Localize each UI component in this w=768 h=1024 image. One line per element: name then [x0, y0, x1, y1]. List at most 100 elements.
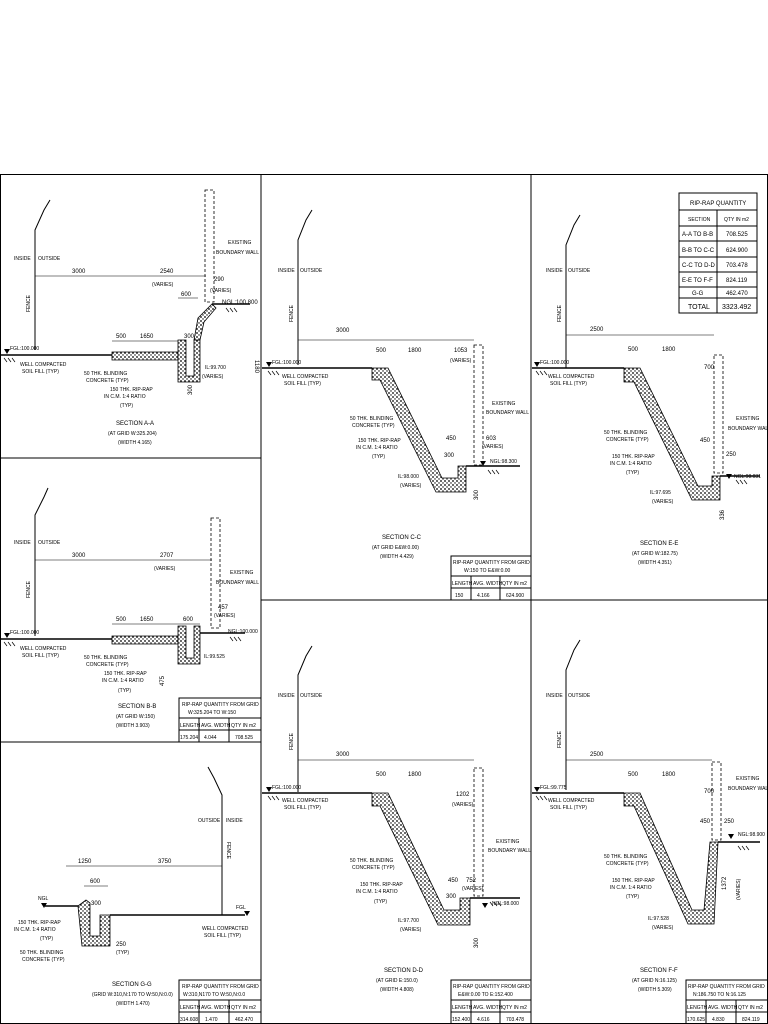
- riprap-label: 150 THK. RIP-RAP: [18, 920, 61, 926]
- table-total-label: TOTAL: [688, 304, 710, 311]
- varies-label: (VARIES): [482, 444, 504, 450]
- dim-450: 450: [700, 438, 711, 444]
- fence-label: FENCE: [26, 294, 32, 312]
- outside-label: OUTSIDE: [38, 540, 61, 546]
- dim-700: 700: [704, 789, 715, 795]
- dim-1800: 1800: [408, 772, 422, 778]
- typ-label: (TYP): [120, 403, 133, 409]
- section-grid: (AT GRID W:182.75): [632, 551, 678, 557]
- table-row-section: E-E TO F-F: [682, 278, 713, 284]
- riprap-label: IN C.M. 1:4 RATIO: [14, 927, 56, 933]
- varies-label: (VARIES): [210, 288, 232, 294]
- inside-label: INSIDE: [14, 540, 31, 546]
- well-compacted-label: WELL COMPACTED: [282, 374, 329, 380]
- table-subtitle: N:186.750 TO N:16.125: [693, 992, 746, 998]
- varies-label: (VARIES): [462, 886, 484, 892]
- fence-label: FENCE: [557, 304, 563, 322]
- fence-label: FENCE: [289, 304, 295, 322]
- dim-3000: 3000: [72, 553, 86, 559]
- soil-fill-label: SOIL FILL (TYP): [550, 805, 587, 811]
- table-row-section: C-C TO D-D: [682, 263, 715, 269]
- fgl-level: FGL:100.000: [540, 360, 569, 366]
- existing-label: EXISTING: [230, 570, 253, 576]
- quantity-table-f-f: RIP-RAP QUANTITY FROM GRID N:186.750 TO …: [685, 979, 768, 1024]
- riprap-label: 150 THK. RIP-RAP: [360, 882, 403, 888]
- varies-label: (VARIES): [214, 613, 236, 619]
- table-header-width: AVG. WIDTH: [473, 581, 503, 587]
- table-cell-qty: 824.119: [742, 1017, 760, 1023]
- riprap-label: 150 THK. RIP-RAP: [104, 671, 147, 677]
- inside-label: INSIDE: [546, 693, 563, 699]
- table-cell-qty: 462.470: [235, 1017, 253, 1023]
- dim-3750: 3750: [158, 859, 172, 865]
- dim-500: 500: [376, 348, 387, 354]
- inside-label: INSIDE: [278, 693, 295, 699]
- dim-500: 500: [376, 772, 387, 778]
- table-cell-length: 152.400: [452, 1017, 470, 1023]
- varies-label: (VARIES): [450, 358, 472, 364]
- dim-457: 457: [218, 605, 229, 611]
- soil-fill-label: SOIL FILL (TYP): [284, 381, 321, 387]
- blinding-label: CONCRETE (TYP): [22, 957, 65, 963]
- section-title: SECTION D-D: [384, 968, 424, 974]
- section-title: SECTION G-G: [112, 982, 152, 988]
- dim-250: 250: [724, 819, 735, 825]
- fence-label: FENCE: [289, 732, 295, 750]
- blinding-label: CONCRETE (TYP): [86, 378, 129, 384]
- table-header-length: LENGTH: [180, 723, 201, 729]
- dim-1202: 1202: [456, 792, 470, 798]
- table-title: RIP-RAP QUANTITY FROM GRID: [182, 702, 259, 708]
- varies-label: (VARIES): [400, 483, 422, 489]
- table-header-width: AVG. WIDTH: [708, 1005, 738, 1011]
- table-cell-length: 314.608: [180, 1017, 198, 1023]
- dim-3000: 3000: [336, 328, 350, 334]
- typ-label: (TYP): [116, 950, 129, 956]
- quantity-table-c-c: RIP-RAP QUANTITY FROM GRID W:150 TO E&W:…: [450, 555, 532, 601]
- dim-700: 700: [704, 365, 715, 371]
- dim-1800: 1800: [662, 347, 676, 353]
- table-cell-qty: 624.900: [506, 593, 524, 599]
- section-grid: (AT GRID E:150.0): [376, 978, 418, 984]
- well-compacted-label: WELL COMPACTED: [282, 798, 329, 804]
- fgl-level: FGL:100.000: [10, 630, 39, 636]
- table-header-length: LENGTH: [687, 1005, 708, 1011]
- table-cell-width: 1.470: [205, 1017, 218, 1023]
- boundary-wall-label: BOUNDARY WALL: [488, 848, 531, 854]
- boundary-wall-label: BOUNDARY WALL: [486, 410, 529, 416]
- existing-label: EXISTING: [492, 401, 515, 407]
- dim-300: 300: [444, 453, 455, 459]
- inside-label: INSIDE: [278, 268, 295, 274]
- riprap-label: IN C.M. 1:4 RATIO: [610, 885, 652, 891]
- existing-label: EXISTING: [228, 240, 251, 246]
- dim-1800: 1800: [408, 348, 422, 354]
- typ-label: (TYP): [372, 454, 385, 460]
- section-width: (WIDTH 4.429): [380, 554, 414, 560]
- quantity-table-d-d: RIP-RAP QUANTITY FROM GRID E&W:0.00 TO E…: [450, 979, 532, 1024]
- section-c-c: INSIDE OUTSIDE FENCE FGL:100.000 EXISTIN…: [262, 209, 532, 601]
- section-grid: (AT GRID E&W:0.00): [372, 545, 419, 551]
- section-f-f: INSIDE OUTSIDE FENCE FGL:99.775 EXISTING…: [532, 639, 768, 1024]
- dim-475: 475: [160, 675, 166, 686]
- table-row-section: A-A TO B-B: [682, 232, 713, 238]
- blinding-label: CONCRETE (TYP): [352, 865, 395, 871]
- table-cell-width: 4.044: [204, 735, 217, 741]
- blinding-label: 50 THK. BLINDING: [20, 950, 63, 956]
- blinding-label: 50 THK. BLINDING: [84, 655, 127, 661]
- dim-2540: 2540: [160, 269, 174, 275]
- dim-2500: 2500: [590, 327, 604, 333]
- existing-label: EXISTING: [736, 776, 759, 782]
- dim-300-vertical: 300: [474, 489, 480, 500]
- typ-label: (TYP): [118, 688, 131, 694]
- table-cell-length: 150: [455, 593, 464, 599]
- fgl-level: FGL:100.000: [272, 360, 301, 366]
- inside-label: INSIDE: [226, 818, 243, 824]
- fgl-level: FGL:99.775: [540, 785, 567, 791]
- soil-fill-label: SOIL FILL (TYP): [204, 933, 241, 939]
- section-title: SECTION C-C: [382, 535, 422, 541]
- riprap-label: 150 THK. RIP-RAP: [612, 454, 655, 460]
- blinding-label: CONCRETE (TYP): [352, 423, 395, 429]
- table-header-length: LENGTH: [180, 1005, 201, 1011]
- table-title: RIP-RAP QUANTITY FROM GRID: [453, 984, 530, 990]
- table-header-qty: QTY IN m2: [738, 1005, 763, 1011]
- table-header-qty: QTY IN m2: [502, 1005, 527, 1011]
